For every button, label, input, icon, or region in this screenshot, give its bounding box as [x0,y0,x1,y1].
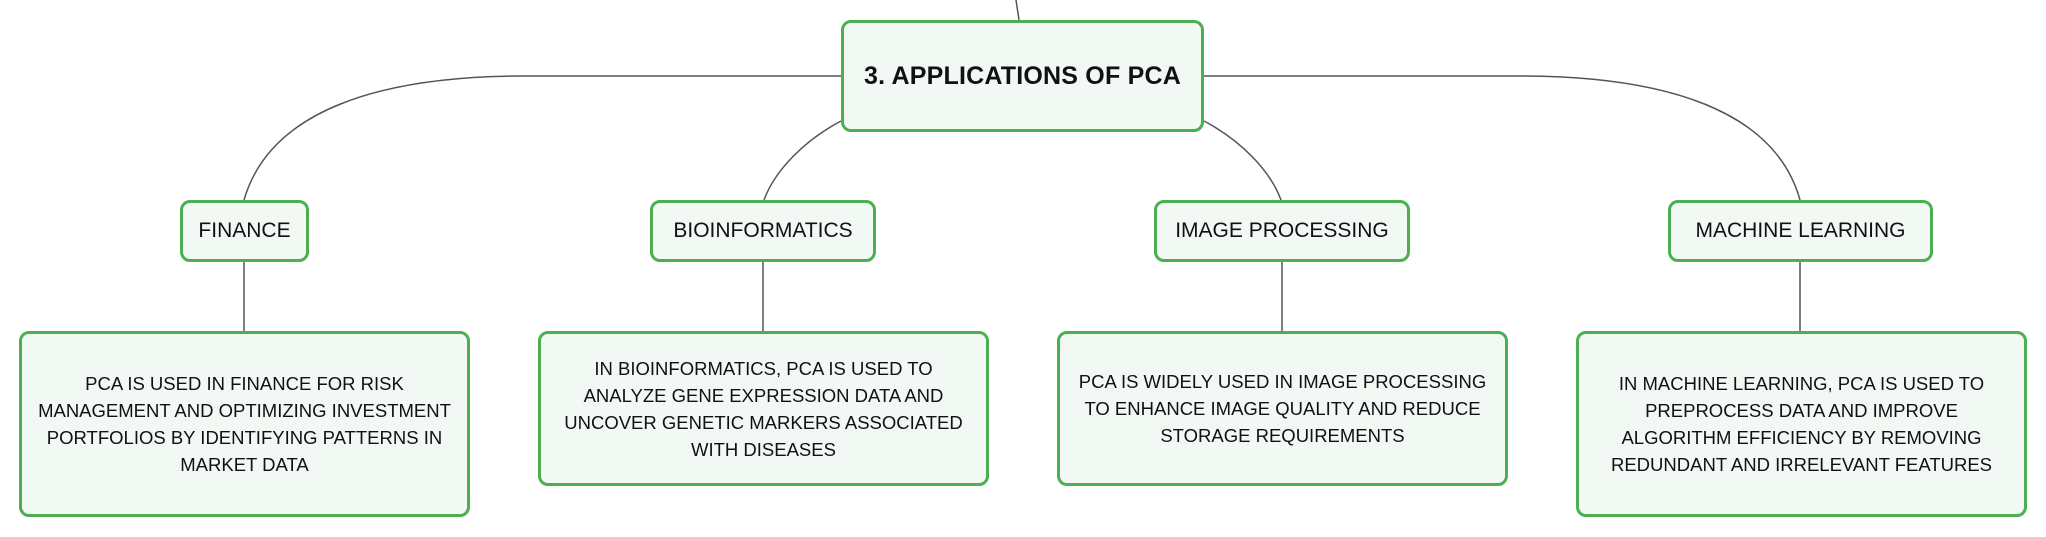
node-machine-learning-label: MACHINE LEARNING [1695,219,1906,242]
connector-root-to-bioinformatics [763,120,842,201]
description-finance[interactable]: PCA IS USED IN FINANCE FOR RISK MANAGEME… [19,331,470,517]
node-image-processing[interactable]: IMAGE PROCESSING [1154,200,1410,262]
description-image-processing-text: PCA IS WIDELY USED IN IMAGE PROCESSING T… [1078,371,1487,446]
connector-root-to-machine-learning [1204,75,1801,201]
connector-parent-to-root [1015,0,1020,21]
node-finance[interactable]: FINANCE [180,200,309,262]
description-bioinformatics-text: IN BIOINFORMATICS, PCA IS USED TO ANALYZ… [564,357,963,460]
connector-root-to-image-processing [1203,120,1282,201]
description-bioinformatics[interactable]: IN BIOINFORMATICS, PCA IS USED TO ANALYZ… [538,331,989,486]
description-machine-learning[interactable]: IN MACHINE LEARNING, PCA IS USED TO PREP… [1576,331,2027,517]
node-machine-learning[interactable]: MACHINE LEARNING [1668,200,1933,262]
root-node[interactable]: 3. APPLICATIONS OF PCA [841,20,1204,132]
root-node-label: 3. APPLICATIONS OF PCA [864,61,1181,90]
description-machine-learning-text: IN MACHINE LEARNING, PCA IS USED TO PREP… [1610,373,1993,475]
description-image-processing[interactable]: PCA IS WIDELY USED IN IMAGE PROCESSING T… [1057,331,1508,486]
connector-root-to-finance [243,75,841,201]
node-image-processing-label: IMAGE PROCESSING [1175,219,1389,242]
node-bioinformatics-label: BIOINFORMATICS [673,219,853,242]
description-finance-text: PCA IS USED IN FINANCE FOR RISK MANAGEME… [38,373,451,475]
node-bioinformatics[interactable]: BIOINFORMATICS [650,200,876,262]
node-finance-label: FINANCE [198,219,291,242]
